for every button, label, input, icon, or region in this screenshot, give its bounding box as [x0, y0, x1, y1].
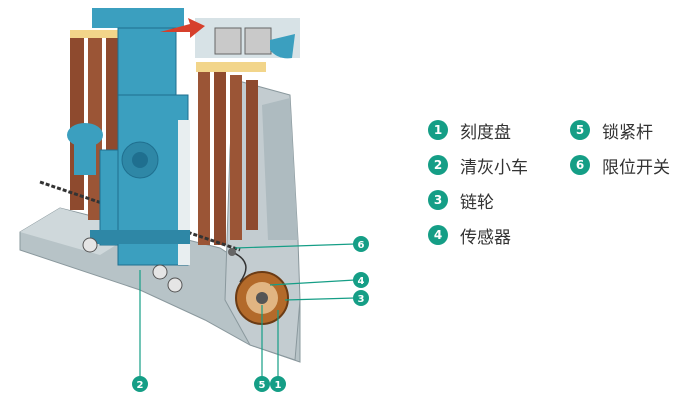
leader-lines [139, 243, 356, 378]
svg-text:4: 4 [358, 276, 365, 287]
legend-label-3: 链轮 [460, 192, 494, 213]
legend-label-6: 限位开关 [602, 157, 670, 178]
legend-item-5: 5 锁紧杆 [570, 118, 653, 143]
legend-item-2: 2 清灰小车 [428, 153, 528, 178]
svg-text:1: 1 [275, 380, 282, 391]
legend-badge-6: 6 [570, 155, 590, 175]
legend-badge-4: 4 [428, 225, 448, 245]
trolley-wheels [82, 237, 183, 293]
legend-item-6: 6 限位开关 [570, 153, 670, 178]
legend-item-4: 4 传感器 [428, 223, 511, 248]
legend-label-2: 清灰小车 [460, 157, 528, 178]
fin-insulation [70, 30, 266, 72]
callout-2: 2 [132, 376, 148, 392]
legend-item-3: 3 链轮 [428, 188, 494, 213]
callout-badges: 2 5 1 6 4 3 [132, 236, 369, 392]
svg-text:2: 2 [137, 380, 144, 391]
legend-label-1: 刻度盘 [460, 122, 511, 143]
svg-text:6: 6 [358, 240, 365, 251]
callout-1: 1 [270, 376, 286, 392]
svg-text:3: 3 [358, 294, 365, 305]
legend-badge-5: 5 [570, 120, 590, 140]
callout-4: 4 [353, 272, 369, 288]
callout-3: 3 [353, 290, 369, 306]
legend-item-1: 1 刻度盘 [428, 118, 511, 143]
callout-6: 6 [353, 236, 369, 252]
svg-text:5: 5 [259, 380, 266, 391]
legend-label-5: 锁紧杆 [602, 122, 653, 143]
cleaning-trolley [67, 8, 190, 266]
limit-switch [228, 248, 236, 256]
red-arrow [160, 18, 205, 38]
callout-5: 5 [254, 376, 270, 392]
roller-detail-inset [195, 18, 300, 59]
legend-label-4: 传感器 [460, 227, 511, 248]
legend-badge-1: 1 [428, 120, 448, 140]
housing-side [262, 98, 298, 240]
legend-badge-2: 2 [428, 155, 448, 175]
legend-badge-3: 3 [428, 190, 448, 210]
